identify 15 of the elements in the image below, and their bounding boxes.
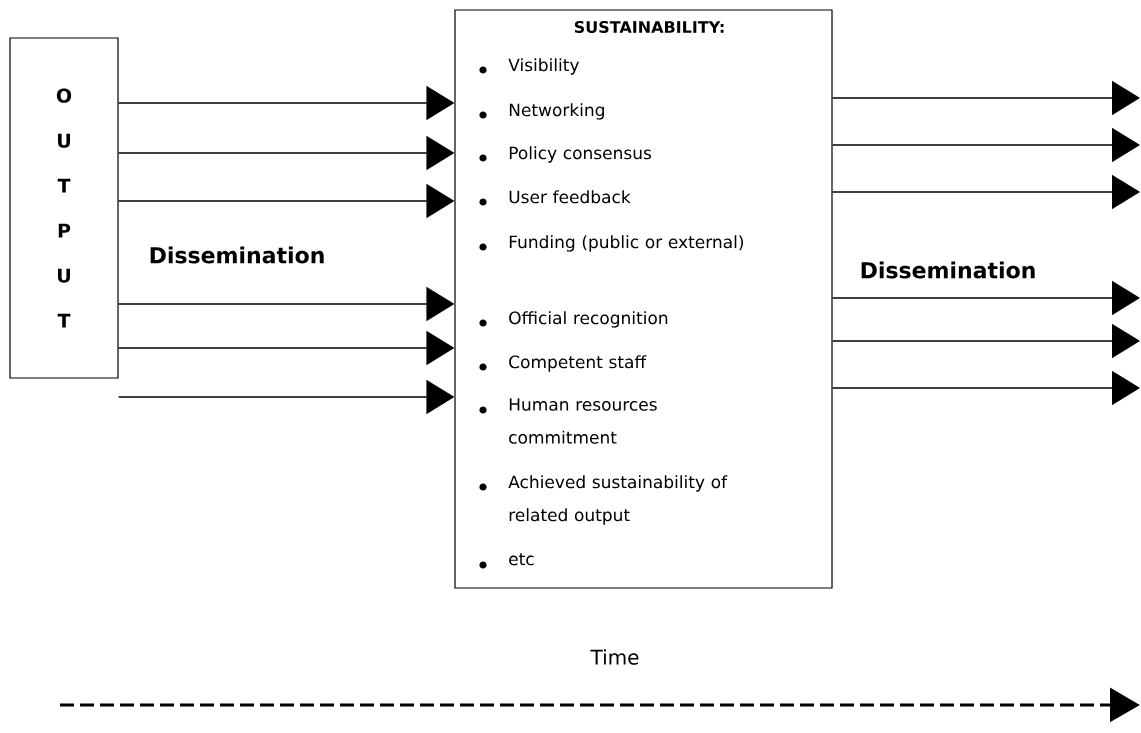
label-text: Time [590,649,639,665]
bullet-item: etc [479,553,534,569]
bullet-item: Human resources commitment [479,398,657,444]
bullet-item: Competent staff [479,355,647,372]
bullet-item: Funding (public or external) [479,235,744,252]
bullet-item: Policy consensus [479,146,652,163]
bullet-item: Official recognition [479,311,668,328]
bullet-item: Achieved sustainability of related output [479,475,728,525]
label-text: Dissemination [150,246,324,264]
output-box: O U T P U T [9,37,119,379]
bullet-item: Networking [479,103,604,120]
bullet-item: User feedback [479,190,631,206]
label-text: Dissemination [861,261,1035,279]
list-heading: SUSTAINABILITY: [574,20,724,34]
bullet-item: Visibility [479,58,579,75]
